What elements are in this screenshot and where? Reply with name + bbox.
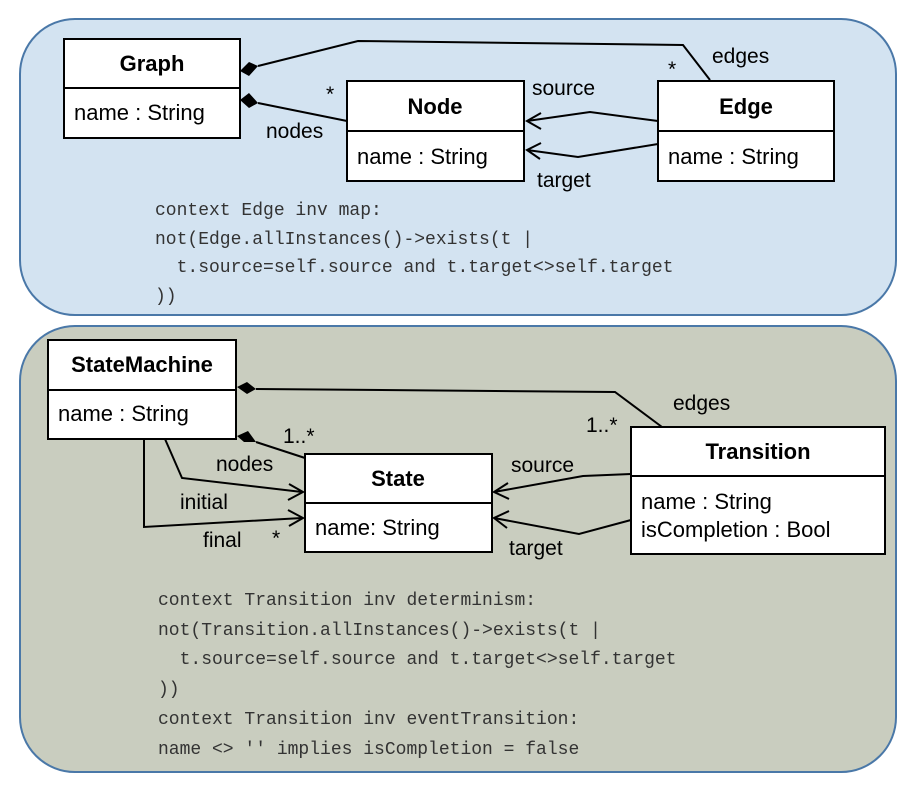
multiplicity-label-nodes: *	[326, 83, 334, 106]
ocl-line: not(Transition.allInstances()->exists(t …	[158, 621, 601, 641]
role-label-target: target	[509, 537, 563, 560]
class-node: Node name : String	[346, 80, 525, 182]
class-state-attribute: name: String	[315, 515, 440, 540]
graph-nodes-composition-diamond	[240, 93, 258, 108]
transition-source-association-line	[493, 473, 632, 493]
edge-target-arrowhead	[525, 142, 542, 160]
final-arrowhead	[287, 509, 306, 527]
transition-source-arrowhead	[491, 482, 510, 500]
edge-target-association-line	[526, 143, 659, 159]
transition-target-association-line	[493, 517, 632, 536]
graph-metamodel-panel: Graph name : String Node name : String E…	[19, 18, 897, 316]
ocl-line: not(Edge.allInstances()->exists(t |	[155, 230, 533, 250]
multiplicity-label-final: *	[272, 527, 280, 550]
class-node-attribute: name : String	[357, 144, 488, 169]
class-statemachine-attribute: name : String	[58, 401, 189, 426]
statemachine-nodes-association-line	[255, 441, 306, 459]
role-label-source: source	[511, 454, 574, 477]
class-graph-attribute: name : String	[74, 100, 205, 125]
class-transition-name: Transition	[705, 439, 810, 464]
class-edge: Edge name : String	[657, 80, 835, 182]
multiplicity-label-edges: 1..*	[586, 414, 618, 437]
role-label-source: source	[532, 77, 595, 100]
class-statemachine-name: StateMachine	[71, 352, 213, 377]
class-statemachine: StateMachine name : String	[47, 339, 237, 440]
edge-source-association-line	[526, 110, 659, 122]
statemachine-metamodel-panel: StateMachine name : String State name: S…	[19, 325, 897, 773]
statemachine-nodes-composition-diamond	[237, 431, 256, 442]
class-state-name: State	[371, 466, 425, 491]
role-label-initial: initial	[180, 491, 228, 514]
ocl-line: context Edge inv map:	[155, 201, 382, 221]
class-edge-attribute: name : String	[668, 144, 799, 169]
ocl-line: ))	[155, 287, 177, 307]
initial-association-line	[164, 438, 303, 493]
class-graph: Graph name : String	[63, 38, 241, 139]
role-label-nodes: nodes	[266, 120, 323, 143]
class-transition-box	[630, 426, 886, 555]
ocl-constraint-graph: context Edge inv map: not(Edge.allInstan…	[155, 201, 673, 307]
multiplicity-label-nodes: 1..*	[283, 425, 315, 448]
ocl-line: t.source=self.source and t.target<>self.…	[158, 650, 676, 670]
class-graph-name: Graph	[120, 51, 185, 76]
ocl-constraint-transition: context Transition inv determinism: not(…	[158, 591, 676, 760]
transition-target-arrowhead	[492, 510, 510, 529]
class-transition-attribute: name : String	[641, 489, 772, 514]
ocl-line: ))	[158, 680, 180, 700]
role-label-nodes: nodes	[216, 453, 273, 476]
role-label-edges: edges	[673, 392, 730, 415]
class-node-name: Node	[408, 94, 463, 119]
class-transition: Transition name : String isCompletion : …	[630, 426, 886, 555]
role-label-target: target	[537, 169, 591, 192]
role-label-edges: edges	[712, 45, 769, 68]
graph-edges-composition-diamond	[240, 62, 258, 76]
ocl-line: t.source=self.source and t.target<>self.…	[155, 258, 673, 278]
initial-arrowhead	[287, 483, 306, 501]
ocl-line: context Transition inv eventTransition:	[158, 710, 579, 730]
class-edge-name: Edge	[719, 94, 773, 119]
graph-edges-association-line	[257, 39, 711, 81]
ocl-line: name <> '' implies isCompletion = false	[158, 740, 579, 760]
final-association-line	[143, 439, 303, 529]
statemachine-edges-association-line	[255, 388, 663, 428]
role-label-final: final	[203, 529, 242, 552]
multiplicity-label-edges: *	[668, 58, 676, 81]
statemachine-edges-composition-diamond	[237, 382, 256, 394]
class-state: State name: String	[304, 453, 493, 553]
ocl-line: context Transition inv determinism:	[158, 591, 536, 611]
edge-source-arrowhead	[524, 112, 542, 130]
graph-nodes-association-line	[257, 102, 348, 122]
class-transition-attribute: isCompletion : Bool	[641, 517, 831, 542]
